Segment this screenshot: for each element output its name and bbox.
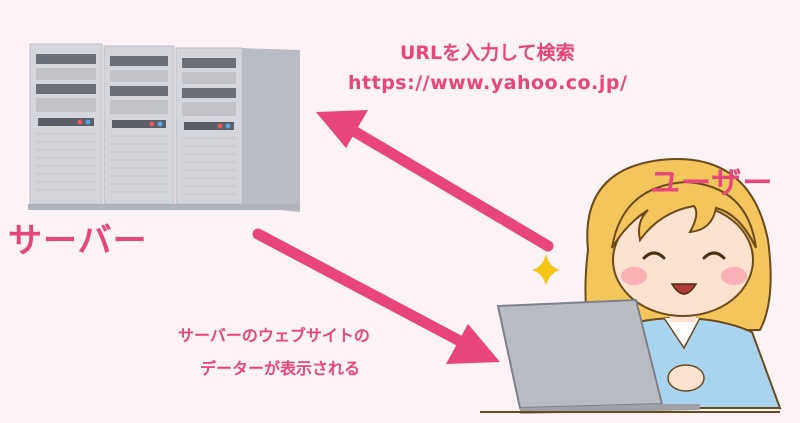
server-unit-2 [103,45,175,205]
woman-with-laptop-icon [480,158,782,414]
user-label: ユーザー [650,166,774,201]
server-unit-3 [175,47,243,205]
sparkle-icon [532,254,560,286]
server-rack-icon [28,43,300,212]
request-caption-url: https://www.yahoo.co.jp/ [348,72,628,94]
server-unit-1 [29,43,103,205]
server-label: サーバー [8,221,148,261]
request-arrow [316,110,554,252]
request-caption-line1: URLを入力して検索 [400,42,575,64]
response-caption-line1: サーバーのウェブサイトの [178,326,370,345]
response-arrow [252,228,500,364]
response-caption-line2: データーが表示される [200,359,361,378]
